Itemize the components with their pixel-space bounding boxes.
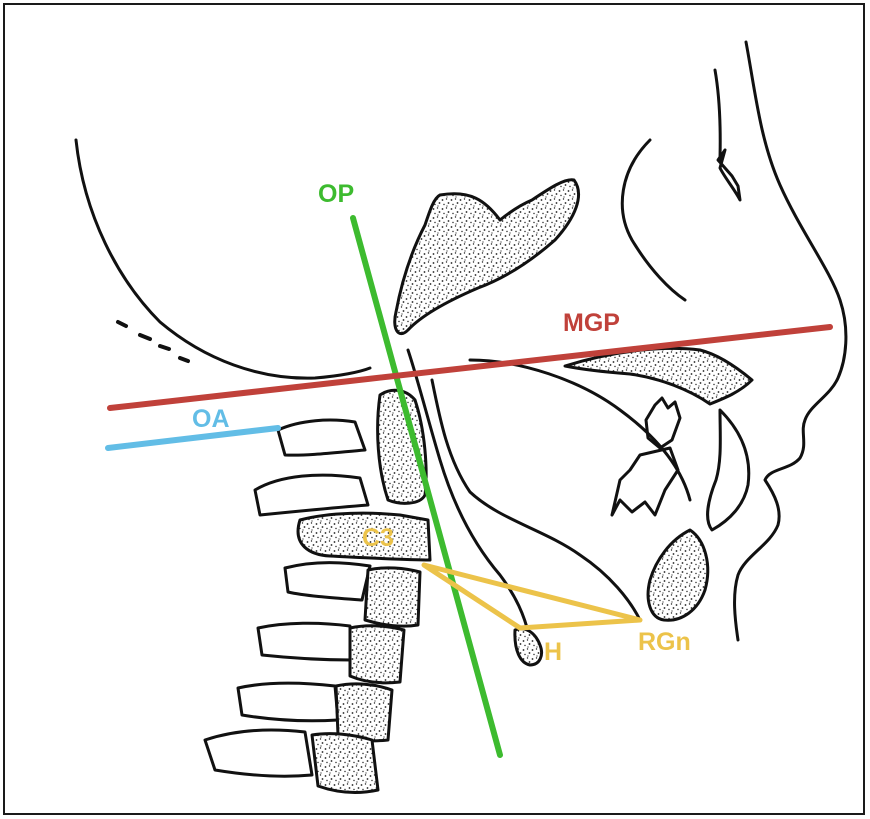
mgp-label: MGP xyxy=(563,309,620,337)
incisor xyxy=(708,410,749,530)
op-label: OP xyxy=(318,180,354,208)
hyoid-bone xyxy=(515,629,542,665)
orbit-curve xyxy=(622,140,685,300)
palate-bone xyxy=(565,348,752,404)
occipital-marks xyxy=(118,322,188,361)
c3-label: C3 xyxy=(362,524,394,552)
sphenoid-bone xyxy=(395,180,579,334)
mandible-outline xyxy=(432,380,640,620)
h-label: H xyxy=(544,638,562,666)
skull-outline xyxy=(76,140,370,378)
symphysis xyxy=(648,530,708,620)
rgn-label: RGn xyxy=(638,628,691,656)
oa-label: OA xyxy=(192,405,230,433)
upper-tooth xyxy=(646,398,680,448)
face-profile xyxy=(735,42,846,640)
maxilla-line xyxy=(715,70,720,160)
